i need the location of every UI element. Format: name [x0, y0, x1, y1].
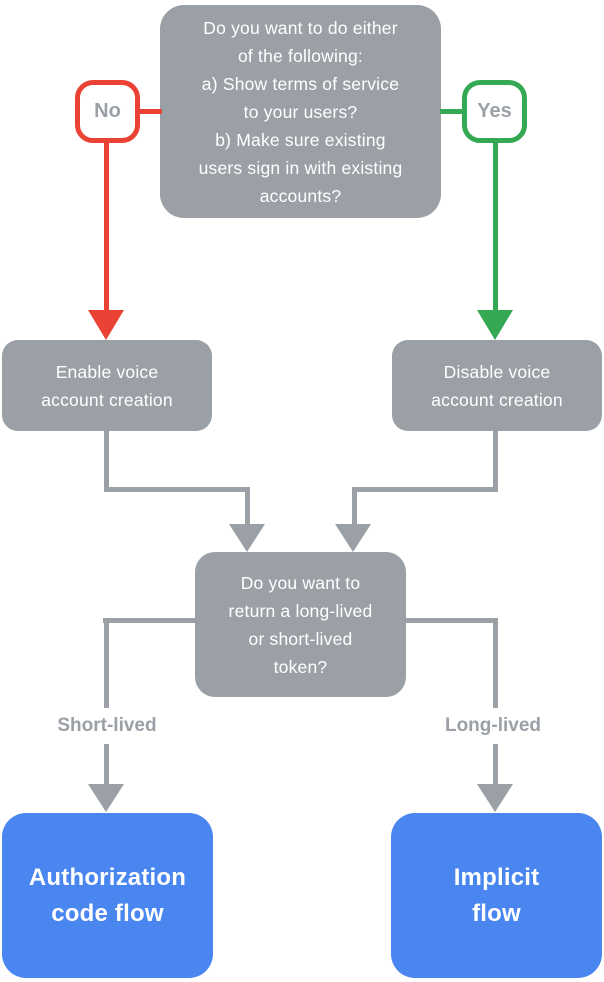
- node-question-terms: Do you want to do either of the followin…: [160, 5, 441, 218]
- edge-disable-arrowhead-icon: [335, 524, 371, 552]
- edge-yes-arrowhead-icon: [477, 310, 513, 340]
- edge-no-horizontal-line: [137, 109, 162, 114]
- node-authorization-code-flow: Authorization code flow: [2, 813, 213, 978]
- node-implicit-flow: Implicit flow: [391, 813, 602, 978]
- node-question-token-text: Do you want to return a long-lived or sh…: [228, 572, 373, 677]
- edge-label-no-text: No: [94, 100, 121, 122]
- edge-enable-drop-line: [245, 487, 250, 527]
- edge-long-lived-arrowhead-icon: [477, 784, 513, 812]
- edge-yes-horizontal-line: [440, 109, 465, 114]
- edge-no-arrowhead-icon: [88, 310, 124, 340]
- node-disable-voice-account-creation: Disable voice account creation: [392, 340, 602, 431]
- edge-short-lived-horizontal-line: [103, 618, 197, 623]
- node-implicit-flow-text: Implicit flow: [453, 863, 540, 927]
- edge-long-lived-horizontal-line: [404, 618, 498, 623]
- edge-enable-horizontal-line: [104, 487, 250, 492]
- edge-label-short-lived: Short-lived: [22, 708, 192, 744]
- edge-label-yes-badge: Yes: [462, 80, 527, 143]
- edge-short-lived-vertical-line: [104, 618, 109, 785]
- edge-no-vertical-line: [104, 140, 109, 312]
- node-disable-voice-text: Disable voice account creation: [431, 361, 563, 410]
- edge-label-long-lived-text: Long-lived: [444, 715, 542, 736]
- edge-disable-horizontal-line: [352, 487, 498, 492]
- edge-label-short-lived-text: Short-lived: [57, 715, 157, 736]
- node-enable-voice-account-creation: Enable voice account creation: [2, 340, 212, 431]
- edge-enable-arrowhead-icon: [229, 524, 265, 552]
- node-question-terms-text: Do you want to do either of the followin…: [198, 17, 403, 206]
- edge-short-lived-arrowhead-icon: [88, 784, 124, 812]
- edge-disable-vertical-line: [493, 431, 498, 492]
- edge-label-no-badge: No: [75, 80, 140, 143]
- edge-long-lived-vertical-line: [493, 618, 498, 785]
- edge-disable-drop-line: [352, 487, 357, 527]
- edge-label-yes-text: Yes: [477, 100, 512, 122]
- edge-enable-vertical-line: [104, 431, 109, 492]
- node-question-token-lifetime: Do you want to return a long-lived or sh…: [195, 552, 406, 697]
- node-enable-voice-text: Enable voice account creation: [41, 361, 173, 410]
- node-authorization-code-flow-text: Authorization code flow: [28, 863, 187, 927]
- edge-yes-vertical-line: [493, 140, 498, 312]
- edge-label-long-lived: Long-lived: [408, 708, 578, 744]
